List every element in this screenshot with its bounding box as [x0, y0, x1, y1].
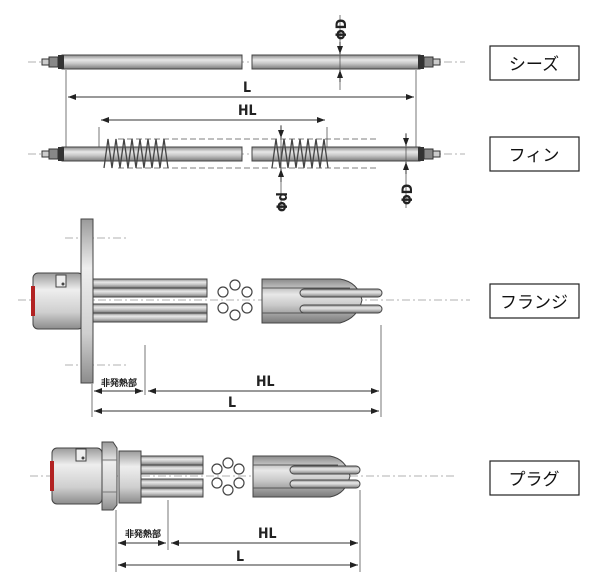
terminal-nut-right — [418, 55, 424, 69]
non-heating-label-plug: 非発熱部 — [125, 528, 161, 540]
plug-body — [118, 450, 142, 504]
HL-label-flange: HL — [256, 374, 275, 390]
red-cap — [31, 286, 35, 316]
terminal-nut-left — [58, 55, 64, 69]
phi-d-label: Φd — [275, 192, 291, 212]
red-cap-plug — [50, 461, 54, 491]
L-label-flange: L — [228, 395, 236, 411]
L-label-plug: L — [236, 549, 244, 565]
flange-plate — [80, 218, 94, 384]
phi-D-label-fin: ΦD — [400, 184, 416, 205]
fin-heater-drawing: HL Φd ΦD — [28, 103, 465, 212]
fin-label: フィン — [509, 146, 560, 166]
hex-nut — [101, 441, 118, 511]
flange-label-box — [489, 283, 580, 319]
phi-D-label: ΦD — [334, 19, 350, 40]
plug-label-box — [489, 460, 580, 496]
flange-label: フランジ — [500, 293, 568, 313]
non-heating-label: 非発熱部 — [101, 377, 137, 389]
sheath-label-box — [489, 45, 580, 81]
HL-label: HL — [238, 103, 257, 119]
sheath-heater-drawing: ΦD L — [28, 15, 465, 160]
fin-label-box — [489, 136, 580, 172]
flange-heater-drawing: 非発熱部 HL L — [18, 218, 470, 417]
L-label: L — [243, 80, 251, 96]
fin-coil-left — [103, 138, 169, 169]
plug-heater-drawing: 非発熱部 HL L — [30, 441, 455, 572]
sheath-label: シーズ — [509, 55, 559, 75]
plug-label: プラグ — [509, 470, 560, 490]
HL-label-plug: HL — [258, 526, 277, 542]
